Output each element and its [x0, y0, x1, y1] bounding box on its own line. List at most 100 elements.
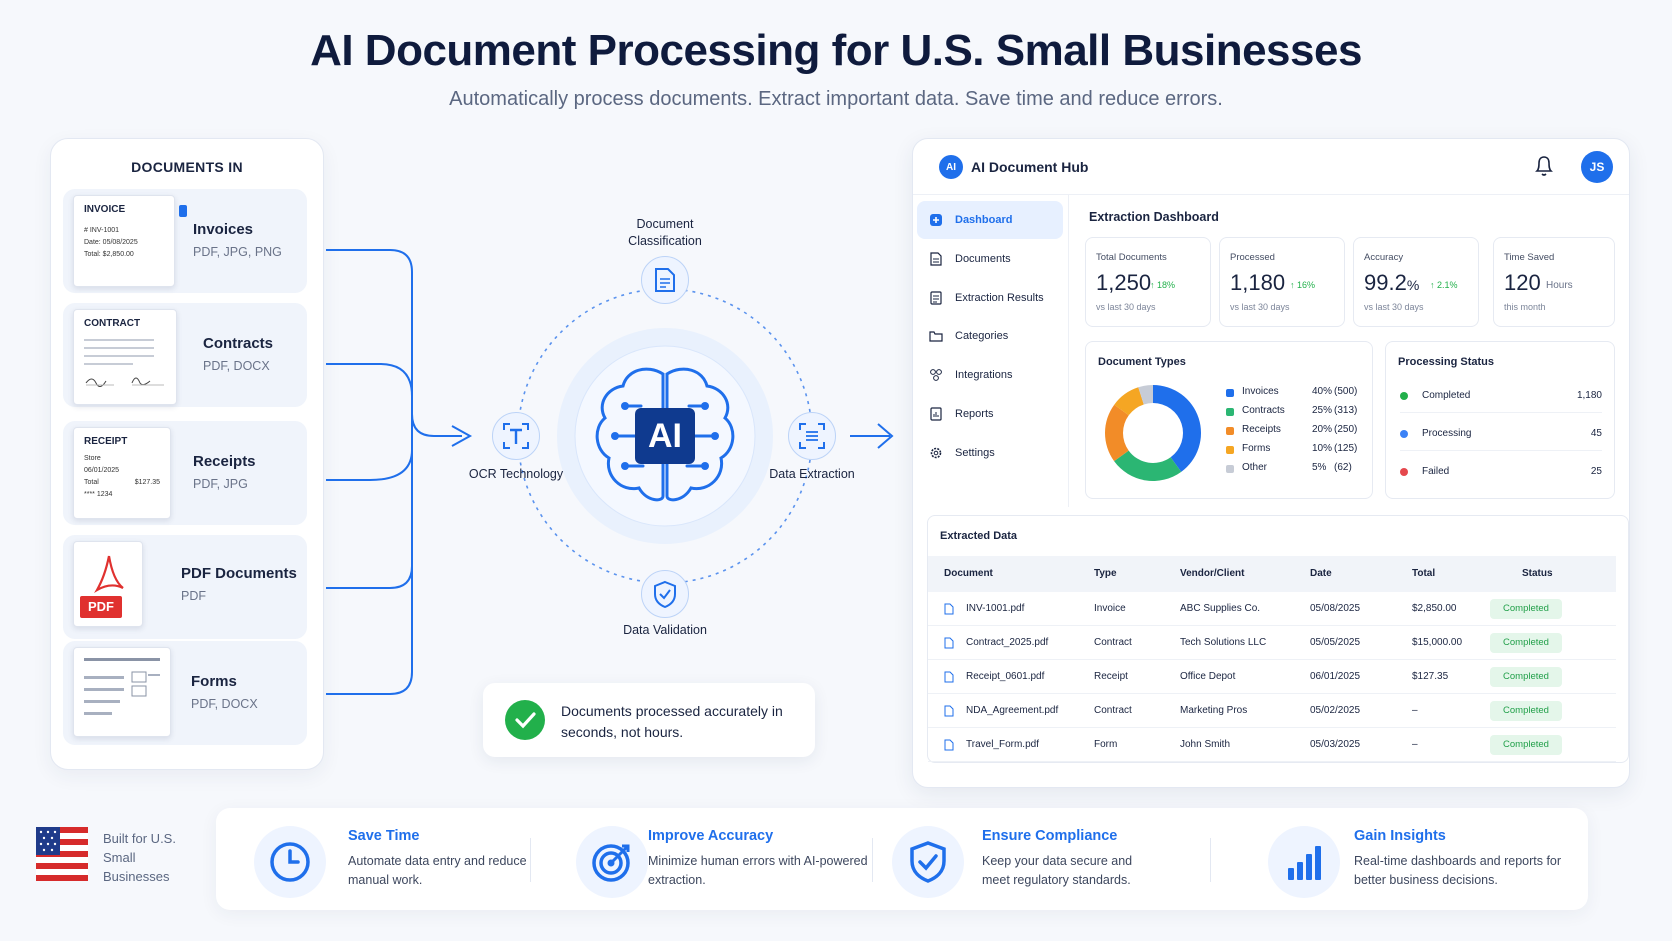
document-types: PDF, DOCX: [191, 697, 258, 711]
status-badge: Completed: [1490, 701, 1562, 721]
stat-card-total-documents: Total Documents 1,250 ↑ 18% vs last 30 d…: [1085, 237, 1211, 327]
status-badge: Completed: [1490, 735, 1562, 755]
document-name: Invoices: [193, 221, 254, 238]
cell-document[interactable]: Contract_2025.pdf: [966, 637, 1049, 648]
stat-card-processed: Processed 1,180 ↑ 16% vs last 30 days: [1219, 237, 1345, 327]
extracted-data-panel: Extracted Data Document Type Vendor/Clie…: [927, 515, 1629, 763]
file-icon: [944, 636, 954, 654]
document-card-receipts[interactable]: RECEIPT Store 06/01/2025 Total$127.35 **…: [63, 421, 307, 525]
built-for-label: Built for U.S. Small Businesses: [103, 831, 176, 884]
legend-swatch: [1226, 408, 1234, 416]
status-dot: [1400, 430, 1408, 438]
page-title: AI Document Processing for U.S. Small Bu…: [310, 26, 1362, 75]
cell-type: Invoice: [1094, 603, 1126, 614]
document-types: PDF: [181, 589, 206, 603]
status-row-failed: Failed 25: [1400, 464, 1602, 482]
sidebar-item-settings[interactable]: Settings: [917, 434, 1063, 472]
ai-document-hub-window: AI AI Document Hub JS Dashboard Document…: [912, 138, 1630, 788]
app-title: AI Document Hub: [971, 159, 1089, 175]
cell-document[interactable]: Receipt_0601.pdf: [966, 671, 1045, 682]
extraction-dashboard-title: Extraction Dashboard: [1089, 210, 1219, 224]
donut-slice-other: [1138, 385, 1153, 405]
processing-status-panel: Processing Status Completed 1,180 Proces…: [1385, 341, 1615, 499]
cell-document[interactable]: INV-1001.pdf: [966, 603, 1025, 614]
document-types: PDF, JPG: [193, 477, 248, 491]
cell-vendor: Tech Solutions LLC: [1180, 637, 1267, 648]
documents-in-title: DOCUMENTS IN: [131, 159, 243, 175]
invoice-thumbnail: INVOICE # INV-1001 Date: 05/08/2025 Tota…: [73, 195, 175, 287]
sidebar-item-dashboard[interactable]: Dashboard: [917, 201, 1063, 239]
status-row-completed: Completed 1,180: [1400, 388, 1602, 406]
divider: [530, 838, 531, 882]
data-validation-icon: [641, 570, 689, 618]
document-name: PDF Documents: [181, 565, 297, 582]
sidebar-item-documents[interactable]: Documents: [917, 240, 1063, 278]
status-badge: Completed: [1490, 667, 1562, 687]
cell-date: 05/03/2025: [1310, 739, 1361, 750]
donut-slice-contracts: [1114, 450, 1182, 481]
document-card-contracts[interactable]: CONTRACT Contracts PDF, DOCX: [63, 303, 307, 407]
sidebar-item-integrations[interactable]: Integrations: [917, 356, 1063, 394]
benefits-bar: Save Time Automate data entry and reduce…: [216, 808, 1588, 910]
page-subtitle: Automatically process documents. Extract…: [449, 88, 1223, 110]
sidebar-item-extraction-results[interactable]: Extraction Results: [917, 279, 1063, 317]
ocr-technology-label: OCR Technology: [468, 467, 564, 481]
check-circle-icon: [505, 700, 545, 740]
bar-chart-icon: [1268, 826, 1340, 898]
settings-icon: [929, 446, 943, 460]
dashboard-icon: [929, 213, 943, 227]
pdf-icon: PDF: [73, 541, 143, 627]
cell-total: –: [1412, 739, 1418, 750]
document-types: PDF, JPG, PNG: [193, 245, 282, 259]
cell-date: 06/01/2025: [1310, 671, 1361, 682]
status-dot: [1400, 468, 1408, 476]
dashboard-header: AI AI Document Hub JS: [913, 139, 1629, 195]
ai-label: AI: [648, 417, 682, 455]
form-icon: [84, 658, 160, 715]
document-card-forms[interactable]: Forms PDF, DOCX: [63, 641, 307, 745]
bell-icon[interactable]: [1533, 154, 1555, 183]
clock-icon: [254, 826, 326, 898]
sidebar-item-categories[interactable]: Categories: [917, 317, 1063, 355]
data-extraction-icon: [788, 412, 836, 460]
ocr-icon: [492, 412, 540, 460]
user-avatar[interactable]: JS: [1581, 151, 1613, 183]
cell-type: Form: [1094, 739, 1118, 750]
receipt-thumbnail: RECEIPT Store 06/01/2025 Total$127.35 **…: [73, 427, 171, 519]
document-card-invoices[interactable]: INVOICE # INV-1001 Date: 05/08/2025 Tota…: [63, 189, 307, 293]
document-types: PDF, DOCX: [203, 359, 270, 373]
success-message: Documents processed accurately in second…: [561, 703, 783, 740]
target-icon: [576, 826, 648, 898]
reports-icon: [929, 407, 943, 421]
sidebar: Dashboard Documents Extraction Results C…: [913, 195, 1069, 507]
stat-card-accuracy: Accuracy 99.2% ↑ 2.1% vs last 30 days: [1353, 237, 1479, 327]
file-icon: [944, 704, 954, 722]
cell-document[interactable]: NDA_Agreement.pdf: [966, 705, 1059, 716]
results-icon: [929, 291, 943, 305]
cell-document[interactable]: Travel_Form.pdf: [966, 739, 1039, 750]
us-flag-icon: [36, 827, 88, 881]
form-thumbnail: [73, 647, 171, 737]
donut-slice-receipts: [1105, 404, 1129, 462]
benefit-improve-accuracy: Improve Accuracy Minimize human errors w…: [544, 808, 874, 910]
cell-vendor: Marketing Pros: [1180, 705, 1248, 716]
categories-icon: [929, 329, 943, 343]
integrations-icon: [929, 368, 943, 382]
file-icon: [944, 738, 954, 756]
signature-icon: [85, 377, 164, 387]
documents-icon: [929, 252, 943, 266]
cell-vendor: ABC Supplies Co.: [1180, 603, 1261, 614]
sidebar-item-reports[interactable]: Reports: [917, 395, 1063, 433]
document-card-pdf[interactable]: PDF PDF Documents PDF: [63, 535, 307, 639]
legend-swatch: [1226, 446, 1234, 454]
document-classification-icon: [641, 256, 689, 304]
